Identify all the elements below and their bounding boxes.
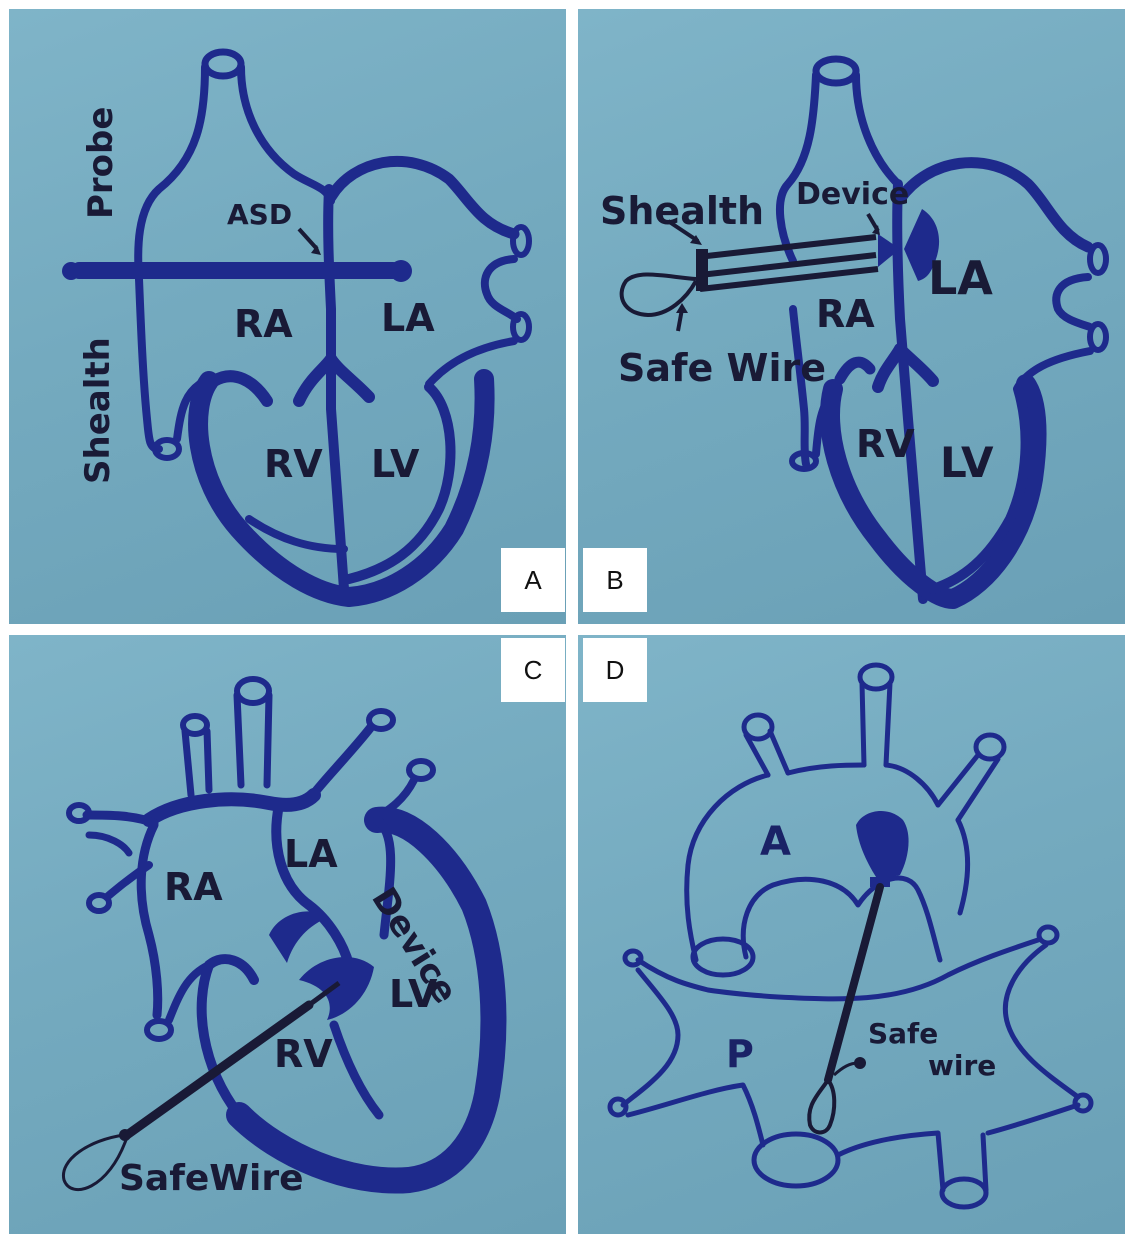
label-la: LA (928, 251, 993, 305)
label-safe-wire: Safe Wire (618, 346, 826, 390)
label-lv: LV (389, 972, 438, 1016)
panel-letter-d: D (583, 638, 647, 702)
label-wire: wire (928, 1049, 996, 1082)
panel-a-heart-sketch-icon: Probe Shealth ASD RA LA RV LV (9, 9, 566, 624)
label-ra: RA (816, 292, 875, 336)
panel-c: RA LA Device LV RV SafeWire (9, 635, 566, 1234)
label-ra: RA (164, 865, 223, 909)
label-probe: Probe (81, 107, 121, 219)
panel-a: Probe Shealth ASD RA LA RV LV (9, 9, 566, 624)
panel-d-aorta-pulmonary-sketch-icon: A P Safe wire (578, 635, 1125, 1234)
label-sheath: Shealth (600, 189, 764, 233)
label-a: A (760, 819, 791, 865)
label-la: LA (284, 832, 338, 876)
panel-letter-c: C (501, 638, 565, 702)
label-lv: LV (940, 438, 994, 487)
label-sheath: Shealth (78, 337, 118, 484)
label-safe: Safe (868, 1017, 938, 1050)
panel-letter-a: A (501, 548, 565, 612)
label-la: LA (381, 296, 435, 340)
label-lv: LV (371, 442, 420, 486)
label-asd: ASD (227, 198, 292, 231)
label-safe-wire: SafeWire (119, 1158, 304, 1199)
label-rv: RV (264, 442, 323, 486)
panel-letter-b: B (583, 548, 647, 612)
panel-c-heart-sketch-icon: RA LA Device LV RV SafeWire (9, 635, 566, 1234)
panel-b: Shealth Device LA RA Safe Wire RV LV (578, 9, 1125, 624)
label-ra: RA (234, 302, 293, 346)
label-rv: RV (274, 1032, 333, 1076)
label-rv: RV (856, 422, 915, 466)
panel-d: A P Safe wire (578, 635, 1125, 1234)
panel-b-heart-sketch-icon: Shealth Device LA RA Safe Wire RV LV (578, 9, 1125, 624)
label-device: Device (796, 177, 909, 212)
label-p: P (726, 1032, 754, 1076)
